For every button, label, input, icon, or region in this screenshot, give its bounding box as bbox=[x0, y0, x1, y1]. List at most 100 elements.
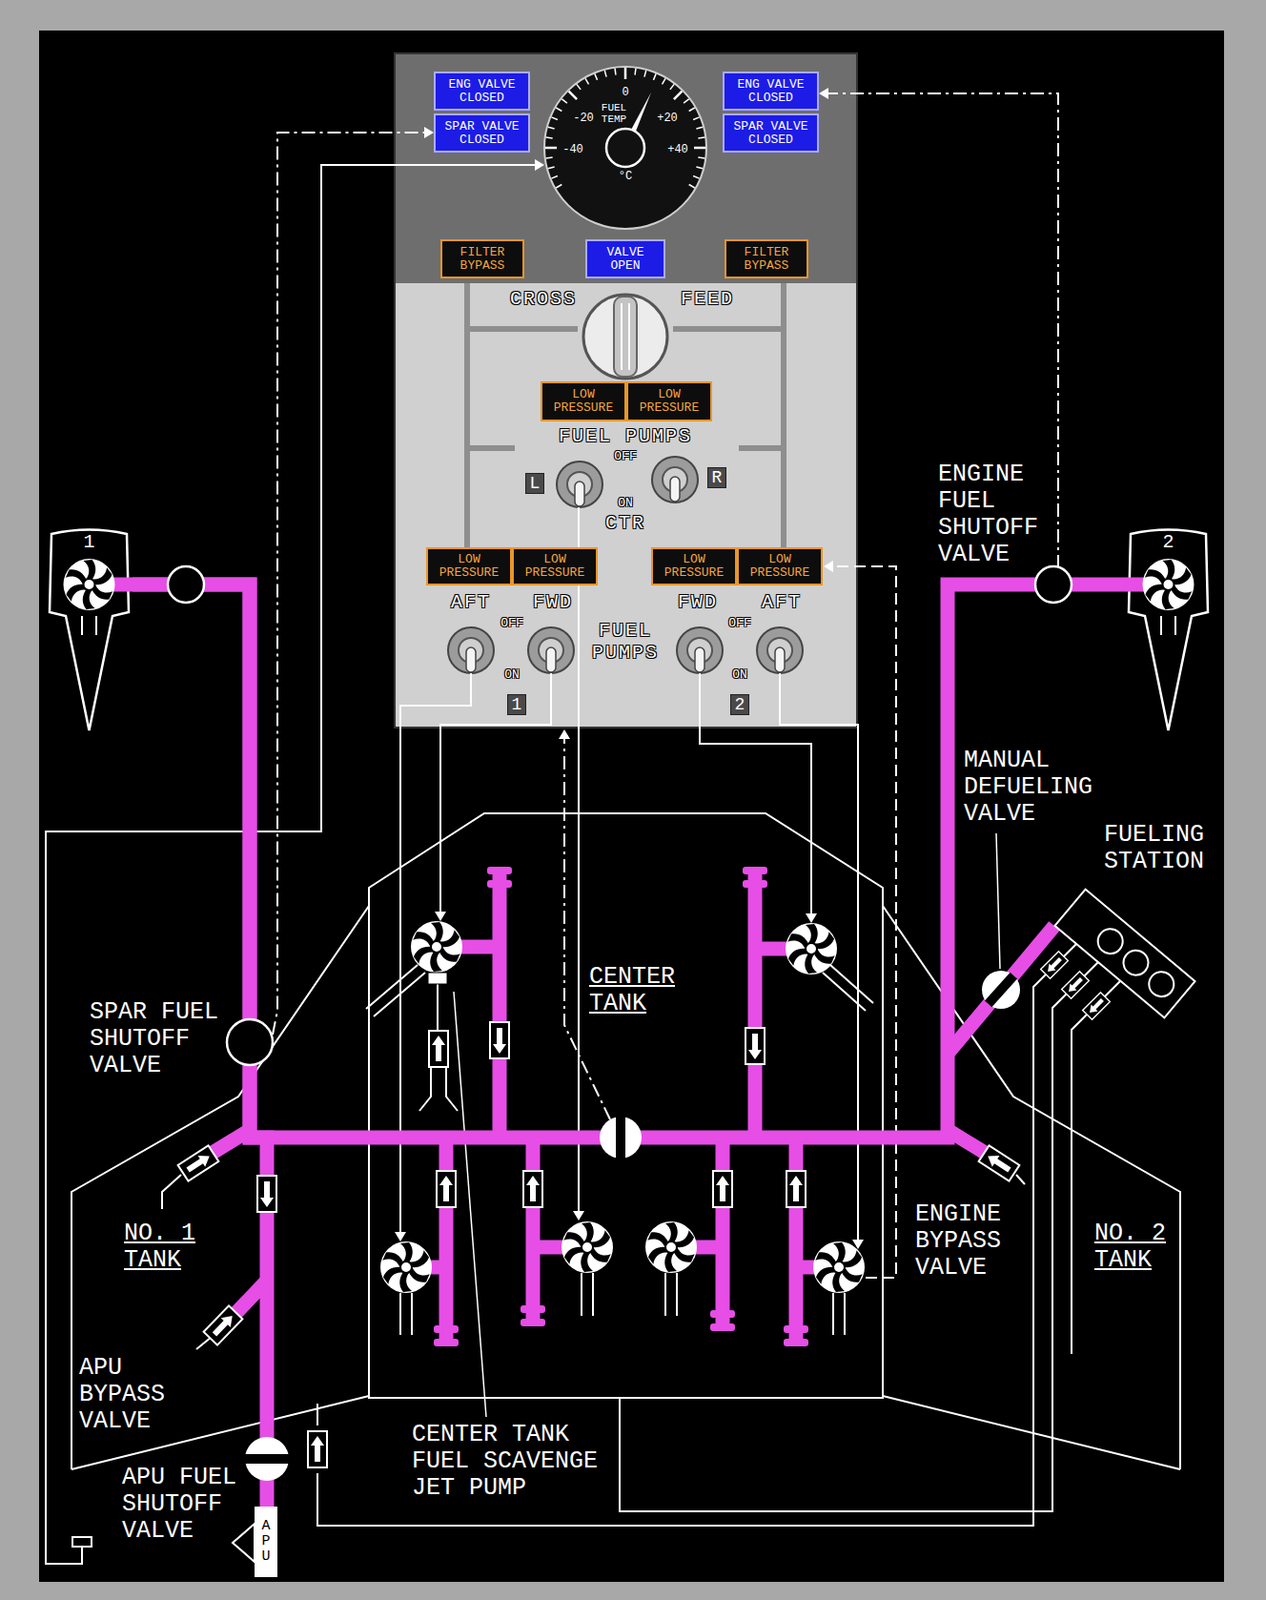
engine-outline bbox=[49, 530, 129, 732]
engine-outline bbox=[81, 615, 97, 635]
jet-pump bbox=[428, 972, 448, 984]
control-panel bbox=[394, 53, 858, 728]
engine-number: 2 bbox=[1124, 530, 1212, 553]
pump-switches bbox=[448, 627, 494, 674]
shutoff-valves bbox=[1035, 566, 1072, 603]
check-valves bbox=[307, 1430, 327, 1468]
shutoff-valves bbox=[245, 1436, 289, 1481]
component-label: FUELING STATION bbox=[1103, 821, 1211, 876]
wire-arrowheads bbox=[434, 911, 447, 921]
check-valves bbox=[178, 951, 1111, 1468]
line-end-caps bbox=[487, 879, 512, 888]
gauge-tick bbox=[697, 156, 705, 159]
pump-inlet-lines bbox=[196, 1336, 212, 1349]
gauge-tick bbox=[695, 166, 703, 169]
engine-nacelle: 1 bbox=[45, 528, 133, 734]
check-valves bbox=[1041, 951, 1069, 980]
engine-outline bbox=[45, 528, 133, 734]
shutoff-valves bbox=[599, 1116, 642, 1159]
gauge-tick bbox=[653, 73, 656, 80]
annunciator-text: LOW PRESSURE bbox=[742, 552, 817, 580]
wire-arrowheads bbox=[424, 126, 434, 139]
crossfeed-knob bbox=[583, 294, 668, 379]
gauge-dial bbox=[544, 66, 707, 229]
component-label: NO. 2 TANK bbox=[1094, 1220, 1176, 1274]
component-label: APU BYPASS VALVE bbox=[79, 1354, 175, 1435]
wire-arrowheads bbox=[818, 87, 829, 100]
check-valves bbox=[1082, 992, 1111, 1021]
panel-label: 1 bbox=[507, 694, 528, 715]
fuel-branch-lines bbox=[436, 872, 812, 1138]
check-valves bbox=[490, 1021, 510, 1059]
gauge-tick bbox=[548, 126, 555, 129]
pump-inlet-lines bbox=[162, 1174, 182, 1209]
shutoff-valves bbox=[245, 1453, 289, 1464]
annunciator-text: FILTER BYPASS bbox=[446, 245, 519, 273]
gauge-scale-number: -20 bbox=[572, 112, 594, 124]
fuel-branch-lines bbox=[446, 1137, 797, 1347]
indication-wires bbox=[828, 93, 1059, 569]
check-valves bbox=[979, 1144, 1021, 1181]
check-valves bbox=[178, 1144, 220, 1181]
panel-label: OFF bbox=[728, 615, 751, 631]
annunciator-text: SPAR VALVE CLOSED bbox=[728, 120, 814, 147]
annunciator-light: LOW PRESSURE bbox=[540, 381, 627, 422]
component-label: NO. 1 TANK bbox=[123, 1220, 205, 1274]
gauge-scale-number: +40 bbox=[667, 143, 689, 156]
fueling-station bbox=[1092, 923, 1128, 960]
check-valves bbox=[713, 1170, 733, 1207]
annunciator-light: FILTER BYPASS bbox=[440, 239, 525, 279]
component-label: MANUAL DEFUELING VALVE bbox=[963, 747, 1107, 828]
pump-switches bbox=[556, 461, 603, 508]
panel-label: 2 bbox=[730, 694, 751, 715]
tank-outlines bbox=[71, 813, 1181, 1470]
gauge-tick bbox=[693, 117, 699, 121]
indication-wires bbox=[272, 93, 1059, 1278]
fueling-station bbox=[1118, 944, 1154, 981]
component-label: CENTER TANK bbox=[589, 963, 685, 1018]
gauge-tick bbox=[673, 91, 682, 100]
fuel-branch-lines bbox=[203, 925, 1055, 1321]
annunciator-light: LOW PRESSURE bbox=[626, 381, 713, 422]
engine-outline bbox=[1143, 558, 1195, 611]
annunciator-text: LOW PRESSURE bbox=[431, 552, 507, 580]
gauge-tick bbox=[551, 175, 557, 179]
annunciator-light: SPAR VALVE CLOSED bbox=[722, 113, 819, 153]
panel-label: FUEL PUMPS bbox=[558, 425, 693, 448]
gauge-tick bbox=[551, 117, 557, 121]
sensor-wires bbox=[45, 164, 858, 1564]
annunciator-text: ENG VALVE CLOSED bbox=[439, 78, 525, 105]
check-valves bbox=[745, 1027, 765, 1064]
fuel-temp-gauge: FUEL TEMP°C-40-200+20+40 bbox=[543, 65, 708, 230]
engine-outline bbox=[1161, 615, 1176, 635]
pump-inlet-lines bbox=[366, 964, 426, 1017]
boost-pumps bbox=[645, 1221, 697, 1273]
check-valves bbox=[204, 1305, 244, 1345]
check-valves bbox=[257, 1175, 277, 1212]
component-label: ENGINE FUEL SHUTOFF VALVE bbox=[938, 461, 1053, 569]
line-end-caps bbox=[710, 1309, 736, 1318]
panel-label: FUEL PUMPS bbox=[589, 619, 662, 664]
gauge-tick bbox=[546, 136, 553, 139]
annunciator-light: LOW PRESSURE bbox=[426, 547, 512, 586]
gauge-unit: °C bbox=[618, 170, 633, 183]
gauge-tick bbox=[633, 68, 636, 76]
pump-inlet-lines bbox=[419, 1066, 458, 1111]
crossfeed-knob bbox=[583, 294, 668, 379]
apu-exhaust bbox=[232, 1523, 255, 1562]
sensor-wires bbox=[400, 673, 471, 1232]
gauge-tick bbox=[546, 156, 553, 159]
gauge-tick bbox=[613, 68, 616, 76]
panel-label: CTR bbox=[605, 511, 646, 534]
pump-switches bbox=[676, 627, 723, 674]
annunciator-light: SPAR VALVE CLOSED bbox=[433, 113, 531, 153]
component-label: ENGINE BYPASS VALVE bbox=[915, 1201, 1011, 1282]
sensor-wires bbox=[72, 1536, 92, 1547]
fuel-branch-lines bbox=[203, 872, 1055, 1347]
annunciator-light: LOW PRESSURE bbox=[736, 547, 823, 586]
crossfeed-knob bbox=[621, 303, 630, 370]
line-end-caps bbox=[433, 1338, 459, 1347]
sensor-wires bbox=[577, 507, 580, 1211]
panel-label: CROSS bbox=[510, 287, 577, 310]
